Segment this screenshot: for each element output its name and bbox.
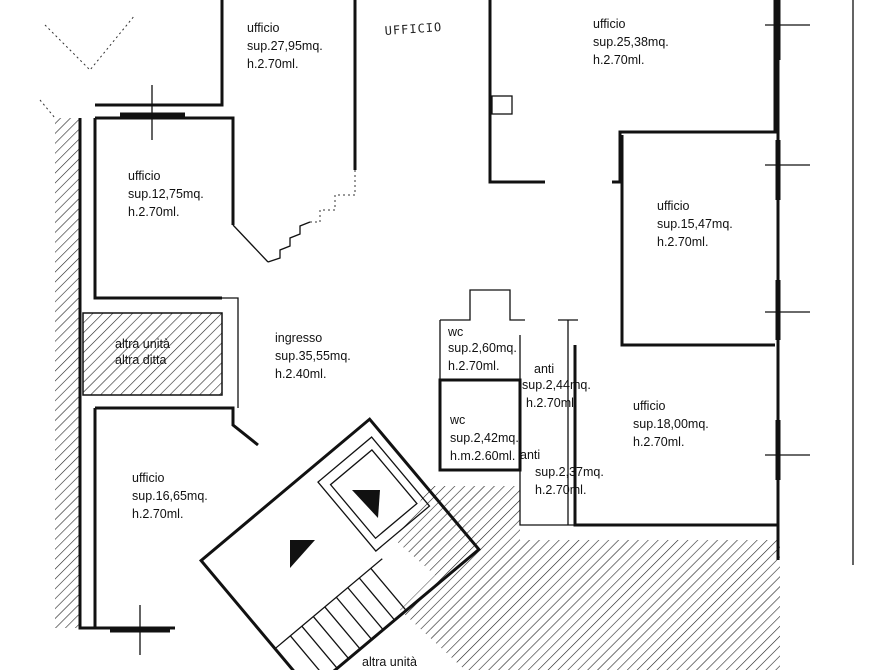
wall-lower-divider [519,470,575,526]
staircase [198,417,482,670]
wall-right-upper [612,0,777,184]
room-ufficio-top-right: ufficio sup.25,38mq. h.2.70ml. [593,17,672,67]
wall-right-mid [620,135,775,347]
room-labels: ufficio sup.27,95mq. h.2.70ml. ufficio s… [115,17,736,669]
steps-dashed [310,170,356,223]
hatch-altra-unita-left [82,312,223,396]
room-ufficio-left-lower: ufficio sup.16,65mq. h.2.70ml. [132,471,211,521]
stair-arrow-down [352,490,380,518]
wall-left-lower-room [95,406,259,447]
lift-box [329,448,418,540]
room-ufficio-left-upper: ufficio sup.12,75mq. h.2.70ml. [128,169,207,219]
wall-left-inner [93,118,222,300]
wall-top-mid [488,0,545,184]
dashed-top-left [44,14,136,71]
room-ingresso: ingresso sup.35,55mq. h.2.40ml. [275,331,354,381]
room-altra-unita-bottom: altra unità [362,655,417,669]
wall-wc-upper [439,289,525,380]
dashed-left-edge [39,99,56,119]
wall-top-center-left [95,0,224,107]
stair-landing [317,436,431,552]
room-wc-upper: wc sup.2,60mq. h.2.70ml. [447,325,520,373]
room-anti-lower: anti sup.2,37mq. h.2.70ml. [520,448,607,497]
room-wc-lower: wc sup.2,42mq. h.m.2.60ml. [449,413,522,463]
room-ufficio-right-lower: ufficio sup.18,00mq. h.2.70ml. [633,399,712,449]
windows [110,0,810,655]
steps-left [267,221,311,263]
wall-diagonal-left [232,224,269,263]
room-ufficio-top-center: ufficio sup.27,95mq. h.2.70ml. [247,21,326,71]
room-ufficio-right-middle: ufficio sup.15,47mq. h.2.70ml. [657,199,736,249]
hatched-areas [55,118,780,670]
stair-treads [274,558,407,670]
hatch-bottom-right [395,486,780,670]
stair-arrow-up [290,540,315,568]
room-altra-unita-left: altra unità altra ditta [115,337,173,367]
handwritten-label: UFFICIO [384,20,442,38]
wall-left-outer [78,118,95,630]
column-top-mid [491,95,513,115]
room-anti-upper: anti sup.2,44mq. h.2.70ml. [522,362,594,410]
wall-top-left-room [95,116,235,225]
hatch-left-strip [55,118,80,628]
wall-anti-divider [519,319,578,525]
wall-ingresso-left [222,297,239,408]
